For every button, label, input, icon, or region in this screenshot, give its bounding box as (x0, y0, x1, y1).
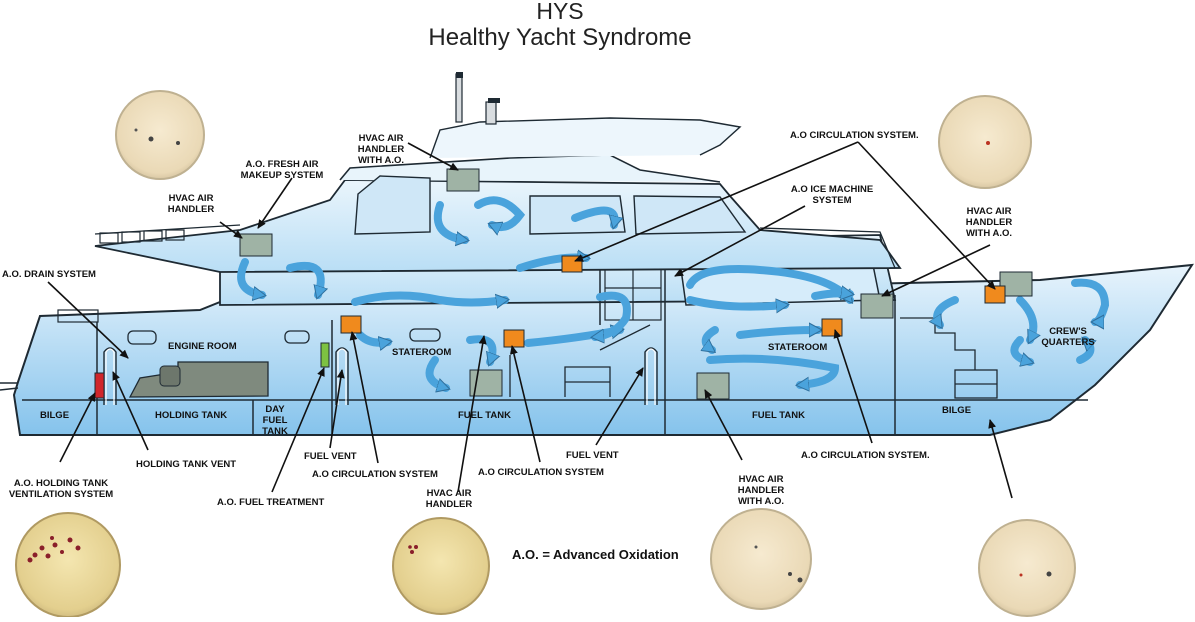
room-label-fuel-tank-2: FUEL TANK (752, 410, 805, 421)
petri-dish-bottom-2 (392, 517, 490, 615)
petri-dish-bottom-1 (15, 512, 121, 618)
room-label-engine-room: ENGINE ROOM (168, 341, 237, 352)
legend-ao-definition: A.O. = Advanced Oxidation (512, 547, 679, 562)
callout-holding-tank-vent: HOLDING TANK VENT (136, 459, 237, 470)
room-label-stateroom-2: STATEROOM (768, 342, 828, 353)
callout-hvac-air-handler-ao-bottom: HVAC AIR HANDLER WITH A.O. (737, 474, 785, 507)
hvac-unit-flybridge (446, 168, 480, 192)
callout-hvac-air-handler-ao-top: HVAC AIR HANDLER WITH A.O. (357, 133, 405, 166)
room-label-holding-tank: HOLDING TANK (155, 410, 228, 421)
room-label-bilge-aft: BILGE (40, 410, 70, 421)
ao-unit-4 (821, 318, 843, 337)
callout-ao-circulation-1: A.O CIRCULATION SYSTEM (312, 469, 438, 480)
interior-details (103, 317, 998, 405)
callout-hvac-air-handler-ao-right: HVAC AIR HANDLER WITH A.O. (965, 206, 1013, 239)
leader-lines (47, 141, 1013, 499)
ao-unit-2 (340, 315, 362, 334)
ao-unit-1 (561, 255, 583, 273)
room-label-crews-quarters: CREW'S QUARTERS (1041, 326, 1095, 348)
callout-ao-circulation-top: A.O CIRCULATION SYSTEM. (790, 130, 919, 141)
holding-tank-vent-unit (94, 372, 105, 399)
petri-dish-top-left (115, 90, 205, 180)
callout-ao-fresh-air: A.O. FRESH AIR MAKEUP SYSTEM (240, 159, 324, 181)
room-label-fuel-tank-1: FUEL TANK (458, 410, 511, 421)
diagram-subtitle: Healthy Yacht Syndrome (428, 24, 692, 51)
callout-hvac-air-handler-left: HVAC AIR HANDLER (167, 193, 215, 215)
room-label-bilge-fwd: BILGE (942, 405, 972, 416)
callout-ao-circulation-2: A.O CIRCULATION SYSTEM (478, 467, 604, 478)
callout-ao-ice-machine: A.O ICE MACHINE SYSTEM (790, 184, 874, 206)
hvac-unit-bow (860, 293, 894, 319)
callout-hvac-air-handler-bottom: HVAC AIR HANDLER (425, 488, 473, 510)
yacht-hull (0, 263, 1194, 436)
hvac-unit-aft (239, 233, 273, 257)
fuel-treatment-unit (320, 342, 330, 368)
callout-ao-holding-tank-ventilation: A.O. HOLDING TANK VENTILATION SYSTEM (8, 478, 114, 500)
hvac-unit-fwd (696, 372, 730, 400)
callout-fuel-vent-2: FUEL VENT (566, 450, 619, 461)
petri-dish-bottom-3 (710, 508, 812, 610)
callout-ao-fuel-treatment: A.O. FUEL TREATMENT (217, 497, 325, 508)
ao-unit-3 (503, 329, 525, 348)
diagram-title: HYS (536, 0, 584, 24)
callout-ao-drain: A.O. DRAIN SYSTEM (2, 269, 96, 280)
callout-fuel-vent-1: FUEL VENT (304, 451, 357, 462)
petri-dish-bottom-4 (978, 519, 1076, 617)
room-label-day-fuel-tank: DAY FUEL TANK (262, 404, 288, 437)
callout-ao-circulation-3: A.O CIRCULATION SYSTEM. (801, 450, 930, 461)
room-label-stateroom-1: STATEROOM (392, 347, 452, 358)
petri-dish-top-right (938, 95, 1032, 189)
